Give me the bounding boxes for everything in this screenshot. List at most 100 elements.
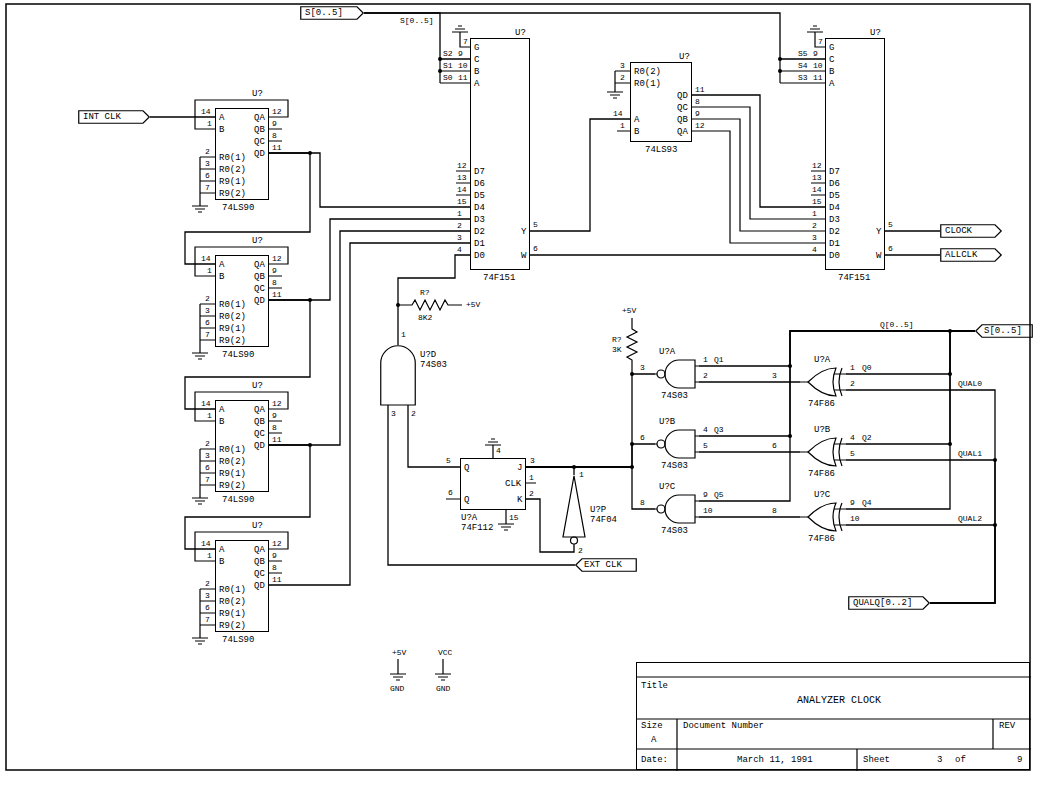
pin-number: 6 bbox=[772, 441, 777, 450]
pin-number: 4 bbox=[457, 245, 462, 254]
part-text: D7 bbox=[474, 167, 485, 177]
gate-outline bbox=[800, 501, 846, 533]
signal-label: QUAL2 bbox=[958, 514, 982, 523]
part-text: W bbox=[521, 251, 526, 261]
pin-number: 10 bbox=[458, 61, 468, 70]
part-text: Y bbox=[521, 227, 526, 237]
part-text: 74LS90 bbox=[222, 350, 254, 360]
port-flag: ALLCLK bbox=[940, 248, 1002, 262]
part-text: B bbox=[219, 417, 224, 427]
pin-number: 5 bbox=[533, 220, 538, 229]
pin-number: 6 bbox=[205, 603, 210, 612]
gate-outline bbox=[655, 366, 699, 382]
pin-number: 5 bbox=[446, 456, 451, 465]
xor-gate: U?B74F86 bbox=[800, 436, 846, 468]
gate-outline bbox=[839, 368, 842, 396]
part-text: C bbox=[474, 55, 479, 65]
pin-number: 1 bbox=[529, 473, 534, 482]
pin-number: 9 bbox=[272, 551, 277, 560]
part-text: EXT CLK bbox=[584, 560, 622, 570]
pin-number: 1 bbox=[620, 121, 625, 130]
part-text: R9(1) bbox=[219, 469, 246, 479]
pin-number: 7 bbox=[463, 37, 468, 46]
wire bbox=[699, 331, 975, 501]
part-text: 74F151 bbox=[838, 273, 870, 283]
wire bbox=[846, 525, 995, 603]
part-text: 74S03 bbox=[661, 526, 688, 536]
pin-number: 12 bbox=[272, 399, 282, 408]
part-text: U?A bbox=[814, 355, 830, 365]
gate-outline bbox=[657, 440, 665, 448]
title-text: REV bbox=[999, 721, 1015, 731]
part-text: R0(2) bbox=[219, 165, 246, 175]
part-text: 74S03 bbox=[661, 461, 688, 471]
wire bbox=[846, 460, 995, 603]
part-text: R9(1) bbox=[219, 609, 246, 619]
wire bbox=[530, 254, 825, 255]
pin-number: 7 bbox=[205, 183, 210, 192]
pin-number: 1 bbox=[207, 411, 212, 420]
signal-label: 8K2 bbox=[418, 313, 432, 322]
pin-number: 9 bbox=[850, 498, 855, 507]
wire bbox=[692, 95, 825, 207]
signal-label: +5V bbox=[622, 306, 636, 315]
pin-number: 2 bbox=[529, 489, 534, 498]
part-text: A bbox=[474, 79, 479, 89]
pin-number: 6 bbox=[448, 488, 453, 497]
part-text: U? bbox=[252, 381, 263, 391]
part-text: B bbox=[219, 272, 224, 282]
signal-label: S0 bbox=[443, 73, 453, 82]
part-text: W bbox=[876, 251, 881, 261]
part-text: D5 bbox=[474, 191, 485, 201]
wire bbox=[150, 116, 215, 117]
pin-number: 5 bbox=[703, 441, 708, 450]
part-text: INT CLK bbox=[83, 112, 121, 122]
part-text: R9(1) bbox=[219, 324, 246, 334]
gate-outline bbox=[808, 503, 836, 531]
gate-outline bbox=[301, 7, 364, 20]
part-text: U?C bbox=[659, 482, 675, 492]
wire bbox=[526, 467, 655, 509]
part-text: A bbox=[219, 260, 224, 270]
title-text: 3 bbox=[937, 755, 942, 765]
part-text: D4 bbox=[829, 203, 840, 213]
signal-label: Q5 bbox=[714, 490, 724, 499]
part-text: 74F04 bbox=[590, 515, 617, 525]
part-text: R9(2) bbox=[219, 481, 246, 491]
gate-outline bbox=[976, 325, 1033, 338]
pin-number: 1 bbox=[812, 209, 817, 218]
pin-number: 7 bbox=[205, 330, 210, 339]
part-text: QD bbox=[254, 296, 265, 306]
title-text: Sheet bbox=[863, 755, 890, 765]
gate-outline bbox=[800, 366, 846, 398]
pin-number: 14 bbox=[201, 254, 211, 263]
junction-dot bbox=[778, 69, 782, 73]
part-text: QB bbox=[254, 417, 265, 427]
pin-number: 4 bbox=[703, 425, 708, 434]
part-text: QC bbox=[254, 137, 265, 147]
part-text: QUALQ[0..2] bbox=[853, 598, 912, 608]
part-text: B bbox=[219, 125, 224, 135]
pin-number: 5 bbox=[850, 449, 855, 458]
pin-number: 6 bbox=[888, 244, 893, 253]
pin-number: 3 bbox=[530, 456, 535, 465]
wire bbox=[526, 444, 655, 467]
signal-label: R? bbox=[420, 288, 430, 297]
flipflop-wiring bbox=[446, 439, 536, 530]
ic-package: U?ABQAQBQCQDR0(1)R0(2)R9(1)R9(2)74LS90 bbox=[215, 400, 269, 492]
pin-number: 6 bbox=[640, 433, 645, 442]
part-text: 74F86 bbox=[808, 534, 835, 544]
sheet-frame bbox=[6, 4, 1030, 770]
part-text: QA bbox=[254, 260, 265, 270]
part-text: U? bbox=[515, 28, 526, 38]
part-text: D3 bbox=[829, 215, 840, 225]
power-symbol bbox=[390, 659, 451, 680]
pin-number: 2 bbox=[205, 439, 210, 448]
part-text: R0(1) bbox=[219, 153, 246, 163]
ic-package: U?GCBAD7D6D5D4D3D2D1D0YW74F151 bbox=[825, 38, 885, 270]
part-text: A bbox=[829, 79, 834, 89]
junction-dot bbox=[438, 69, 442, 73]
and-gate: U?D74S03 bbox=[380, 345, 416, 405]
part-text: QA bbox=[254, 545, 265, 555]
